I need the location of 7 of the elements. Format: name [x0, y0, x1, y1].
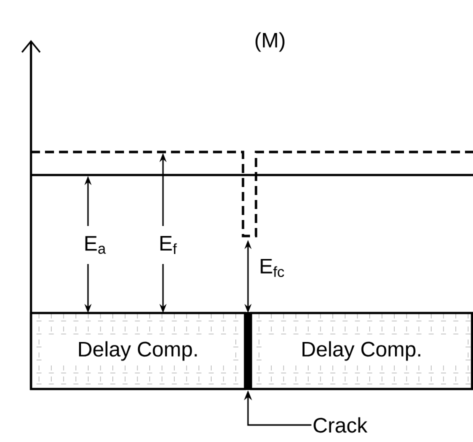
delay-component-box: Delay Comp. — [250, 312, 473, 390]
dimension-label: E$_{fc}$ — [260, 258, 284, 278]
dimension-label: E$_{a}$ — [85, 236, 106, 254]
crack-label: Crack — [314, 417, 368, 433]
dimension-label: E$_{f}$ — [160, 236, 177, 254]
title: (M) — [256, 32, 284, 52]
delay-component-box: Delay Comp. — [30, 312, 246, 390]
